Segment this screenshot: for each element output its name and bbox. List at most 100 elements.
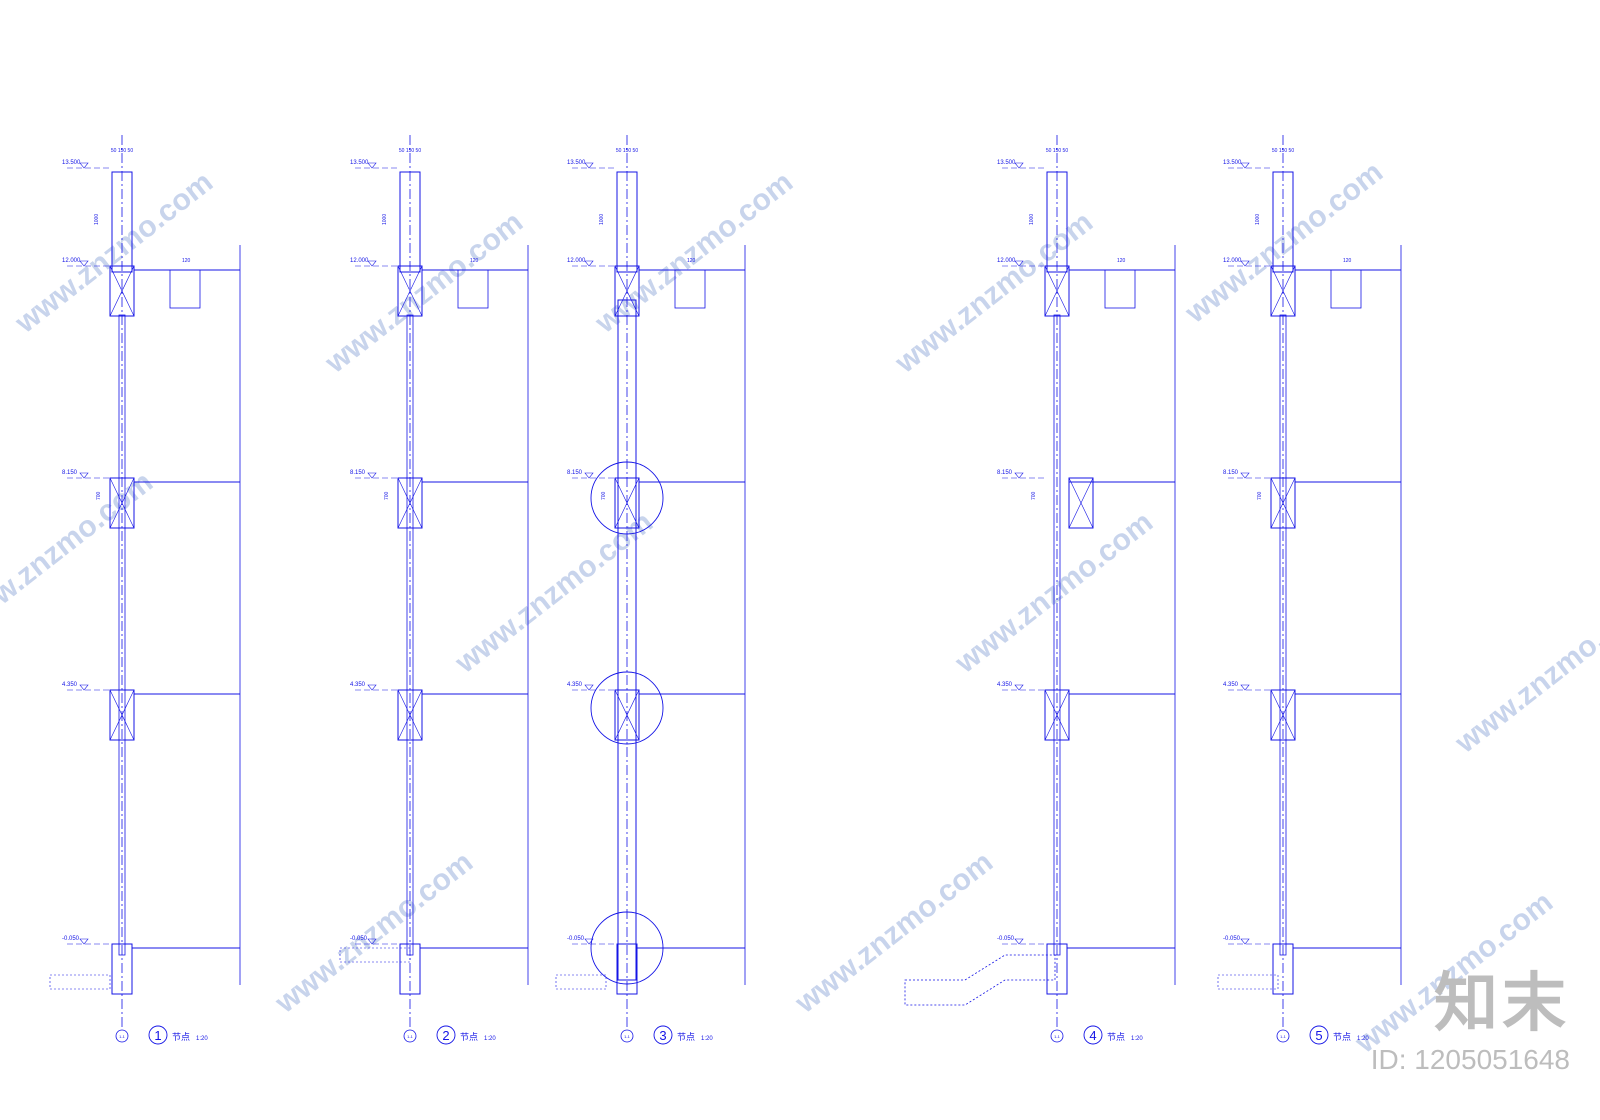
level-label: 13.500 xyxy=(1223,160,1242,166)
level-label: 4.350 xyxy=(350,682,366,688)
level-triangle xyxy=(79,260,89,267)
level-label: 13.500 xyxy=(997,160,1016,166)
detail-number-circle xyxy=(148,1025,168,1045)
level-label: 4.350 xyxy=(62,682,78,688)
floor-beam xyxy=(109,477,135,529)
roof-box xyxy=(1104,269,1136,309)
detail-number-circle xyxy=(1083,1025,1103,1045)
detail-title: 节点 xyxy=(460,1032,478,1042)
ground-beam xyxy=(111,943,133,995)
level-label: 4.350 xyxy=(567,682,583,688)
watermark-text: www.znzmo.com xyxy=(1448,585,1600,760)
ground-beam xyxy=(616,943,638,995)
axis-label: 1-1 xyxy=(624,1034,631,1039)
detail-number-circle xyxy=(436,1025,456,1045)
detail-number: 3 xyxy=(659,1028,666,1043)
dim-top: 50 150 50 xyxy=(1046,148,1068,154)
axis-bubble xyxy=(1050,1029,1064,1043)
floor-beam xyxy=(1270,265,1296,317)
level-triangle xyxy=(367,938,377,945)
beam-cross xyxy=(1044,689,1070,741)
floor-beam xyxy=(614,477,640,529)
level-triangle xyxy=(1240,162,1250,169)
level-triangle xyxy=(79,938,89,945)
brand-block: 知末 ID: 1205051648 xyxy=(1371,972,1570,1076)
detail-scale: 1:20 xyxy=(701,1036,713,1042)
floor-beam xyxy=(397,265,423,317)
detail-title: 节点 xyxy=(1107,1032,1125,1042)
level-label: 12.000 xyxy=(567,258,586,264)
stair-fill xyxy=(904,954,1056,1006)
level-triangle xyxy=(1014,684,1024,691)
beam-cross xyxy=(1044,265,1070,317)
level-label: -0.050 xyxy=(997,936,1015,942)
level-triangle xyxy=(1014,162,1024,169)
level-label: 13.500 xyxy=(62,160,81,166)
dim-beam: 700 xyxy=(1031,491,1037,500)
beam-cross xyxy=(1270,689,1296,741)
detail-scale: 1:20 xyxy=(1357,1036,1369,1042)
axis-label: 1-1 xyxy=(1054,1034,1061,1039)
beam-cross xyxy=(1068,477,1094,529)
dim-parapet: 1000 xyxy=(1255,214,1261,225)
dim-parapet: 1000 xyxy=(599,214,605,225)
callout-circle xyxy=(590,671,664,745)
curtain-wall xyxy=(118,314,126,956)
beam-cross xyxy=(614,689,640,741)
dim-parapet: 1000 xyxy=(1029,214,1035,225)
floor-beam xyxy=(397,477,423,529)
level-label: -0.050 xyxy=(567,936,585,942)
ground-fill xyxy=(49,947,1279,1006)
axis-label: 1-1 xyxy=(407,1034,414,1039)
level-label: 8.150 xyxy=(567,470,583,476)
roof-box xyxy=(674,269,706,309)
dim-slab: 120 xyxy=(1117,258,1126,264)
level-triangle xyxy=(584,938,594,945)
floor-beam xyxy=(1270,477,1296,529)
axis-bubble xyxy=(1276,1029,1290,1043)
dim-beam: 700 xyxy=(384,491,390,500)
dim-slab: 120 xyxy=(182,258,191,264)
axis-bubble xyxy=(620,1029,634,1043)
level-triangle xyxy=(367,472,377,479)
detail-scale: 1:20 xyxy=(196,1036,208,1042)
floor-beam xyxy=(1270,689,1296,741)
floor-beam xyxy=(109,265,135,317)
level-triangle xyxy=(1240,684,1250,691)
detail-number: 2 xyxy=(442,1028,449,1043)
floor-beam xyxy=(1044,689,1070,741)
level-triangle xyxy=(584,684,594,691)
beam-cross xyxy=(614,265,640,317)
level-label: 8.150 xyxy=(350,470,366,476)
dim-top: 50 150 50 xyxy=(1272,148,1294,154)
level-triangle xyxy=(1240,260,1250,267)
detail-scale: 1:20 xyxy=(484,1036,496,1042)
roof-box xyxy=(457,269,489,309)
level-triangle xyxy=(584,162,594,169)
level-label: 12.000 xyxy=(350,258,369,264)
level-label: 8.150 xyxy=(997,470,1013,476)
watermark-text: www.znzmo.com xyxy=(318,205,529,380)
axis-label: 1-1 xyxy=(119,1034,126,1039)
axis-bubble xyxy=(115,1029,129,1043)
watermark-text: www.znzmo.com xyxy=(8,165,219,340)
floor-beam xyxy=(614,265,640,317)
parapet xyxy=(616,171,638,273)
beam-cross xyxy=(109,265,135,317)
level-triangle xyxy=(1240,472,1250,479)
beam-cross xyxy=(397,265,423,317)
floor-beam xyxy=(397,689,423,741)
level-label: 13.500 xyxy=(350,160,369,166)
level-label: 8.150 xyxy=(62,470,78,476)
level-triangle xyxy=(79,162,89,169)
level-label: 4.350 xyxy=(997,682,1013,688)
level-label: 12.000 xyxy=(1223,258,1242,264)
roof-box xyxy=(1330,269,1362,309)
ground-beam xyxy=(399,943,421,995)
brand-id: ID: 1205051648 xyxy=(1370,1044,1570,1075)
beam-cross xyxy=(1270,477,1296,529)
curtain-wall xyxy=(1053,314,1061,956)
